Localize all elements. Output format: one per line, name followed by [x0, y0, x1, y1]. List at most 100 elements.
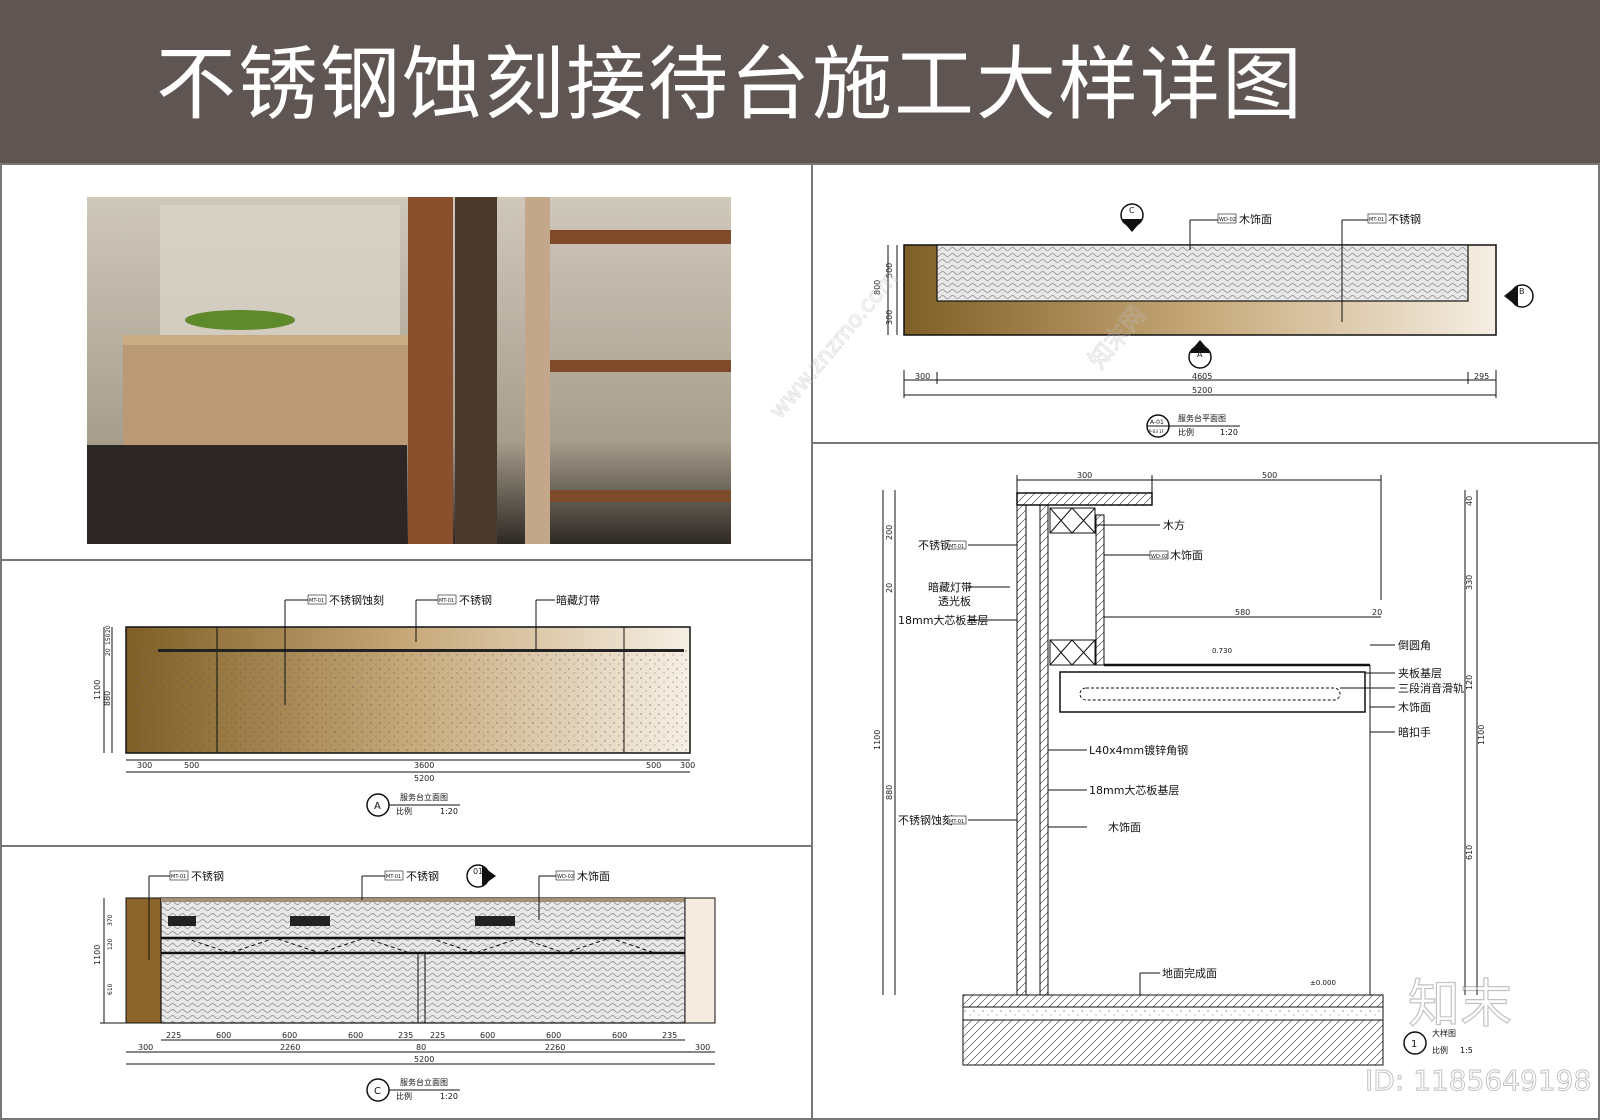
material-tag: MT-01	[439, 598, 454, 604]
left-callouts: 不锈钢 暗藏灯带 透光板 18mm大芯板基层 不锈钢蚀刻 MT-01 MT-01	[898, 539, 1017, 827]
svg-text:80: 80	[416, 1043, 426, 1052]
svg-text:225: 225	[430, 1031, 445, 1040]
scale-label: 比例	[396, 806, 412, 816]
svg-text:L40x4mm镀锌角钢: L40x4mm镀锌角钢	[1089, 743, 1188, 757]
svg-text:地面完成面: 地面完成面	[1162, 966, 1217, 980]
elev-a-dim: 300	[137, 761, 152, 770]
section-dim: 580	[1235, 608, 1250, 617]
plan-dim: 4605	[1192, 372, 1212, 381]
plan-dim: 295	[1474, 372, 1489, 381]
svg-text:透光板: 透光板	[938, 594, 971, 608]
caption-sub: P-03 1F	[1149, 429, 1165, 434]
svg-text:2260: 2260	[280, 1043, 300, 1052]
callout-steel: 不锈钢	[1388, 213, 1421, 226]
section-dim: 20	[885, 583, 894, 593]
svg-text:300: 300	[695, 1043, 710, 1052]
section-dim: 200	[885, 525, 894, 540]
svg-text:不锈钢: 不锈钢	[918, 539, 951, 552]
section-dim: 1100	[1477, 725, 1486, 745]
elev-c-dim: 370	[107, 914, 114, 926]
elev-a-dim: 20	[105, 648, 112, 656]
svg-text:18mm大芯板基层: 18mm大芯板基层	[1089, 783, 1179, 797]
reference-photo	[87, 197, 731, 544]
page-title: 不锈钢蚀刻接待台施工大样详图	[156, 38, 1304, 131]
section-dim: 300	[1077, 471, 1092, 480]
material-tag: WD-02	[557, 874, 574, 880]
svg-text:暗藏灯带: 暗藏灯带	[928, 580, 972, 594]
material-tag: MT-01	[309, 598, 324, 604]
view-marker: 1	[1411, 1039, 1417, 1050]
section-detail: 300 500 580 20 0.730 ±0.000 1100 200 20 …	[873, 471, 1486, 1066]
callout-steel: 不锈钢	[406, 870, 439, 883]
elev-a-dim: 20	[105, 625, 112, 633]
level-mark: ±0.000	[1310, 979, 1336, 987]
callout-hidden-light: 暗藏灯带	[556, 593, 600, 607]
plan-view: 800 500 300 WD-02 木饰面 MT-01 不锈钢 C A B 30…	[873, 203, 1534, 438]
svg-text:A: A	[1197, 350, 1203, 359]
svg-text:01: 01	[473, 867, 483, 876]
svg-text:2260: 2260	[545, 1043, 565, 1052]
svg-text:暗扣手: 暗扣手	[1398, 725, 1431, 739]
svg-text:木饰面: 木饰面	[1170, 548, 1203, 562]
svg-text:235: 235	[398, 1031, 413, 1040]
callout-steel: 不锈钢	[459, 594, 492, 607]
callout-steel: 不锈钢	[191, 870, 224, 883]
svg-text:不锈钢蚀刻: 不锈钢蚀刻	[898, 813, 953, 827]
elev-c-dim: 1100	[93, 945, 102, 965]
svg-text:600: 600	[612, 1031, 627, 1040]
plan-caption: 服务台平面图	[1178, 413, 1226, 423]
callout-etched-steel: 不锈钢蚀刻	[329, 593, 384, 607]
svg-text:MT-01: MT-01	[949, 544, 964, 550]
view-marker: C	[374, 1086, 381, 1097]
svg-text:300: 300	[138, 1043, 153, 1052]
title-bar: 不锈钢蚀刻接待台施工大样详图	[0, 0, 1600, 163]
elev-c-caption: 服务台立面图	[400, 1077, 448, 1087]
section-marker-a: A	[1188, 340, 1212, 369]
elevation-c: MT-01 不锈钢 MT-01 不锈钢 WD-02 木饰面 01 1100 37…	[93, 864, 716, 1102]
scale-label: 比例	[396, 1091, 412, 1101]
elev-a-dim: 1100	[93, 680, 102, 700]
socket-icons	[168, 916, 515, 926]
svg-text:WD-02: WD-02	[1151, 554, 1168, 560]
section-dim: 20	[1372, 608, 1382, 617]
elev-a-dim: 3600	[414, 761, 434, 770]
plan-dim-total: 5200	[1192, 386, 1212, 395]
svg-text:倒圆角: 倒圆角	[1398, 639, 1431, 652]
elev-a-dim: 300	[680, 761, 695, 770]
view-marker: A	[374, 801, 381, 812]
svg-text:C: C	[1129, 206, 1135, 215]
scale-value: 1:5	[1460, 1046, 1473, 1055]
section-marker-c: C	[1120, 203, 1144, 232]
svg-text:225: 225	[166, 1031, 181, 1040]
elev-c-dim: 120	[107, 938, 114, 950]
watermark-site: www.znzmo.com	[765, 266, 903, 423]
scale-label: 比例	[1432, 1045, 1448, 1055]
material-tag: MT-01	[171, 874, 186, 880]
svg-text:600: 600	[348, 1031, 363, 1040]
svg-text:木饰面: 木饰面	[1398, 700, 1431, 714]
svg-text:600: 600	[282, 1031, 297, 1040]
plan-dim: 500	[885, 263, 894, 278]
panel-borders	[0, 163, 1600, 1120]
svg-text:600: 600	[480, 1031, 495, 1040]
svg-text:235: 235	[662, 1031, 677, 1040]
section-caption: 大样图	[1432, 1028, 1456, 1038]
elev-a-caption: 服务台立面图	[400, 792, 448, 802]
material-tag: MT-01	[386, 874, 401, 880]
elev-a-dim: 150	[105, 633, 112, 645]
elev-a-dim: 500	[646, 761, 661, 770]
elevation-a: 1100 880 20 150 20 MT-01 不锈钢蚀刻 MT-01 不锈钢…	[93, 593, 695, 817]
callout-wood-finish: 木饰面	[1239, 212, 1272, 226]
svg-text:600: 600	[216, 1031, 231, 1040]
svg-text:5200: 5200	[414, 1055, 434, 1064]
scale-value: 1:20	[440, 1092, 458, 1101]
svg-text:木饰面: 木饰面	[1108, 820, 1141, 834]
plan-dim: 300	[915, 372, 930, 381]
plan-dim: 300	[885, 310, 894, 325]
section-dim: 1100	[873, 730, 882, 750]
scale-value: 1:20	[1220, 428, 1238, 437]
elev-c-bottom-dims: 225 600 600 600 235 225 600 600 600 235 …	[138, 1031, 710, 1064]
plan-dim: 800	[873, 280, 882, 295]
section-dim: 330	[1465, 575, 1474, 590]
